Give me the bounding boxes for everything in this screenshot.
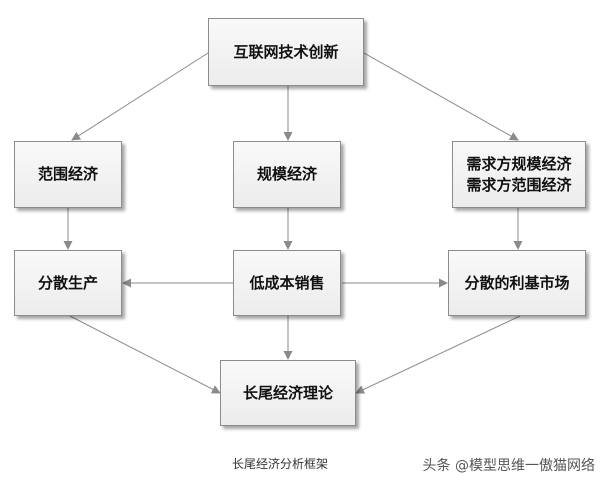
node-dispersed-niche-market-label: 分散的利基市场 [464,273,570,292]
node-economies-of-scope-label: 范围经济 [37,165,98,183]
node-demand-side-economies: 需求方规模经济 需求方范围经济 [452,141,586,208]
node-dispersed-niche-market: 分散的利基市场 [448,250,586,316]
node-low-cost-sales-label: 低成本销售 [249,273,325,292]
node-demand-side-labels: 需求方规模经济 需求方范围经济 [466,154,571,196]
watermark: 头条 @模型思维一傲猫网络 [400,455,595,475]
node-internet-innovation: 互联网技术创新 [208,18,364,86]
node-economies-of-scope: 范围经济 [14,141,122,208]
arrow-production-to-longtail [69,315,221,394]
arrow-innovation-to-demand [363,52,519,141]
arrow-innovation-to-scope [71,52,209,141]
node-long-tail-theory-label: 长尾经济理论 [242,383,333,402]
node-economies-of-scale-label: 规模经济 [256,165,317,183]
node-long-tail-theory: 长尾经济理论 [220,360,356,426]
node-internet-innovation-label: 互联网技术创新 [233,42,339,61]
node-demand-side-line2: 需求方范围经济 [466,175,572,194]
watermark-text: 头条 @模型思维一傲猫网络 [422,458,595,474]
figure-caption: 长尾经济分析框架 [231,457,328,471]
node-demand-side-line1: 需求方规模经济 [466,154,572,173]
arrow-niche-to-longtail [355,315,521,394]
node-economies-of-scale: 规模经济 [233,141,341,208]
node-dispersed-production: 分散生产 [14,250,122,316]
node-low-cost-sales: 低成本销售 [233,250,341,316]
node-dispersed-production-label: 分散生产 [37,273,98,292]
